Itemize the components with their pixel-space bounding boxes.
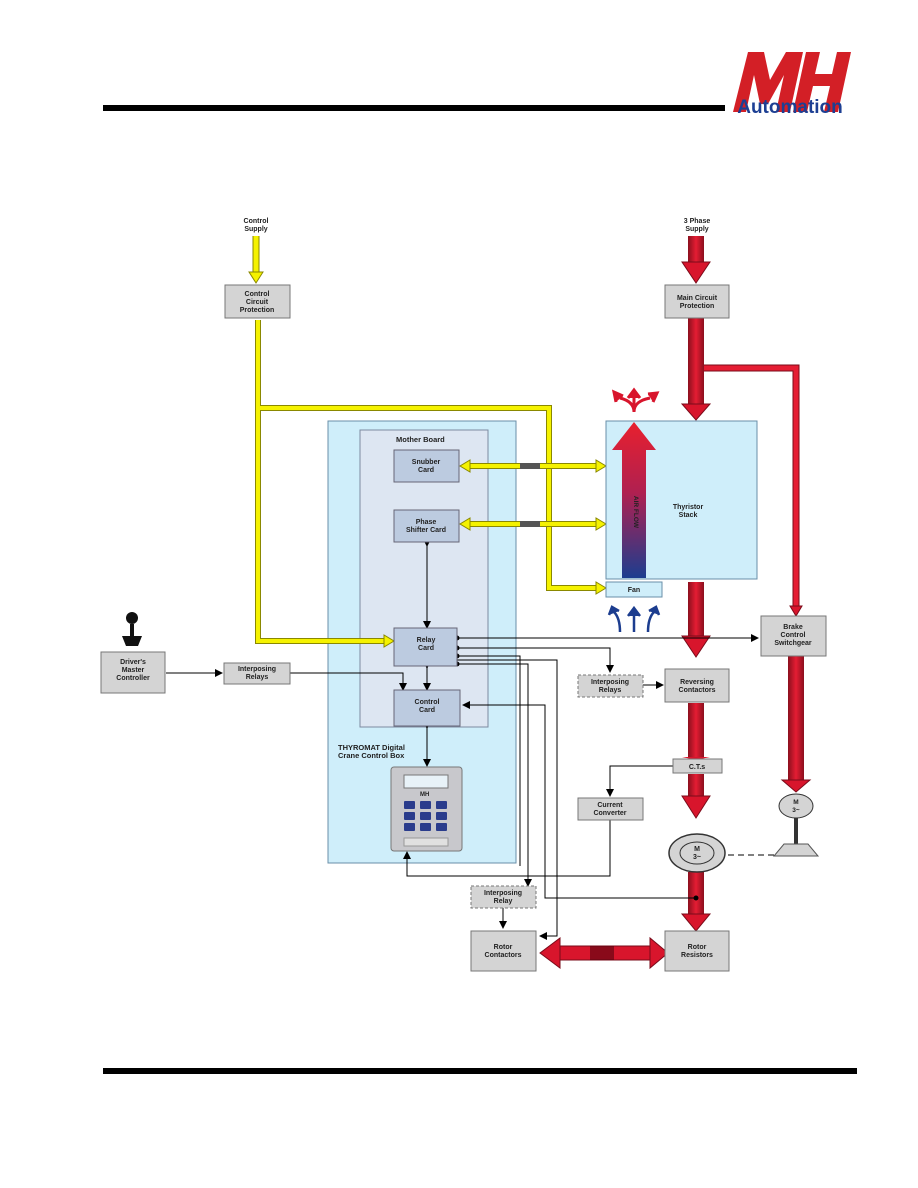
diagram-label: Contactors (485, 952, 522, 959)
thyromat-label-2: Crane Control Box (338, 751, 405, 760)
diagram-label: Card (419, 707, 435, 714)
phase-shifter-thyristor-link (459, 517, 607, 531)
diagram-label: Master (122, 667, 145, 674)
diagram-label: Shifter Card (406, 527, 446, 534)
control-arrowheads (248, 271, 607, 648)
diagram-label: Converter (593, 810, 626, 817)
diagram-label: Snubber (412, 459, 441, 466)
diagram-label: Driver's (120, 659, 146, 666)
diagram-label: Rotor (688, 944, 707, 951)
control-circuit-protection: Control Circuit Protection (224, 284, 291, 319)
diagram-label: Controller (116, 675, 150, 682)
thyromat-label-1: THYROMAT Digital (338, 743, 405, 752)
diagram-label: Switchgear (774, 640, 812, 647)
mh-automation-logo: Automation (733, 52, 851, 118)
phase-shifter-card: Phase Shifter Card (393, 509, 460, 543)
main-motor: M 3~ (668, 833, 726, 873)
power-lines (539, 236, 812, 970)
heat-exhaust-arrows (611, 387, 660, 413)
thyristor-label-2: Stack (679, 512, 698, 519)
diagram-label: 3~ (693, 854, 701, 861)
diagram-label: Relays (246, 674, 269, 681)
diagram-label: Contactors (679, 687, 716, 694)
logo-m-shape (733, 52, 803, 112)
diagram-label: Relay (494, 898, 513, 905)
diagram-label: Circuit (246, 299, 269, 306)
arrow-to-relay-card (383, 634, 395, 648)
header-rule (103, 105, 725, 111)
arrow-to-fan (595, 581, 607, 595)
rotor-contactors: Rotor Contactors (470, 930, 537, 972)
fan-box (605, 581, 663, 598)
diagram-label: Interposing (484, 890, 522, 897)
diagram-label: Current (597, 802, 623, 809)
air-flow-arrow (612, 422, 656, 578)
air-flow-label: AIR FLOW (632, 496, 639, 529)
drivers-master-controller: Driver's Master Controller (100, 651, 166, 694)
diagram-label: Relays (599, 687, 622, 694)
diagram-label: Main Circuit (677, 295, 718, 302)
thyristor-label-1: Thyristor (673, 504, 704, 511)
brake-control-switchgear: Brake Control Switchgear (760, 615, 827, 657)
snubber-thyristor-link (459, 459, 607, 473)
control-supply-label-2: Supply (244, 226, 267, 233)
diagram-label: Reversing (680, 679, 714, 686)
three-phase-label-2: Supply (685, 226, 708, 233)
diagram-label: Interposing (238, 666, 276, 673)
logo-h-shape (793, 52, 851, 112)
diagram-label: Resistors (681, 952, 713, 959)
logo-word: Automation (737, 97, 843, 118)
diagram-label: Phase (416, 519, 437, 526)
diagram-label: M (694, 846, 700, 853)
rotor-resistors: Rotor Resistors (664, 930, 730, 972)
diagram-label: Protection (680, 303, 715, 310)
joystick-icon (122, 612, 142, 646)
diagram-label: Rotor (494, 944, 513, 951)
brake-motor: M 3~ (772, 793, 820, 857)
arrow-to-control-protection (248, 271, 264, 284)
diagram-label: C.T.s (689, 764, 705, 771)
diagram-label: 3~ (792, 807, 800, 814)
keypad-logo: MH (420, 792, 429, 798)
signal-lines (166, 539, 776, 940)
thyromat-keypad: MH (390, 766, 463, 852)
footer-rule (103, 1068, 857, 1074)
main-circuit-protection: Main Circuit Protection (664, 284, 730, 319)
diagram-label: Control (781, 632, 806, 639)
control-card: Control Card (393, 689, 461, 727)
interposing-relays-left: Interposing Relays (223, 662, 291, 685)
current-converter: Current Converter (577, 797, 644, 821)
diagram-label: M (793, 799, 798, 806)
relay-card: Relay Card (393, 627, 458, 667)
diagram-label: Control (245, 291, 270, 298)
current-transformers: C.T.s (672, 758, 723, 774)
keypad-display (403, 774, 449, 789)
interposing-relay-bottom: Interposing Relay (470, 885, 537, 909)
interposing-relays-right: Interposing Relays (577, 674, 644, 698)
diagram-label: Protection (240, 307, 275, 314)
diagram-label: Relay (417, 637, 436, 644)
diagram-label: Control (415, 699, 440, 706)
three-phase-label-1: 3 Phase (684, 218, 711, 225)
control-supply-label-1: Control (244, 218, 269, 225)
reversing-contactors: Reversing Contactors (664, 668, 730, 703)
diagram-label: Interposing (591, 679, 629, 686)
diagram-label: Card (418, 645, 434, 652)
diagram-label: Card (418, 467, 434, 474)
fan-label: Fan (628, 587, 640, 594)
fan-intake-arrows (607, 605, 661, 633)
mother-board-label: Mother Board (396, 435, 445, 444)
snubber-card: Snubber Card (393, 449, 460, 483)
control-supply-lines (252, 236, 596, 644)
diagram-label: Brake (783, 624, 803, 631)
